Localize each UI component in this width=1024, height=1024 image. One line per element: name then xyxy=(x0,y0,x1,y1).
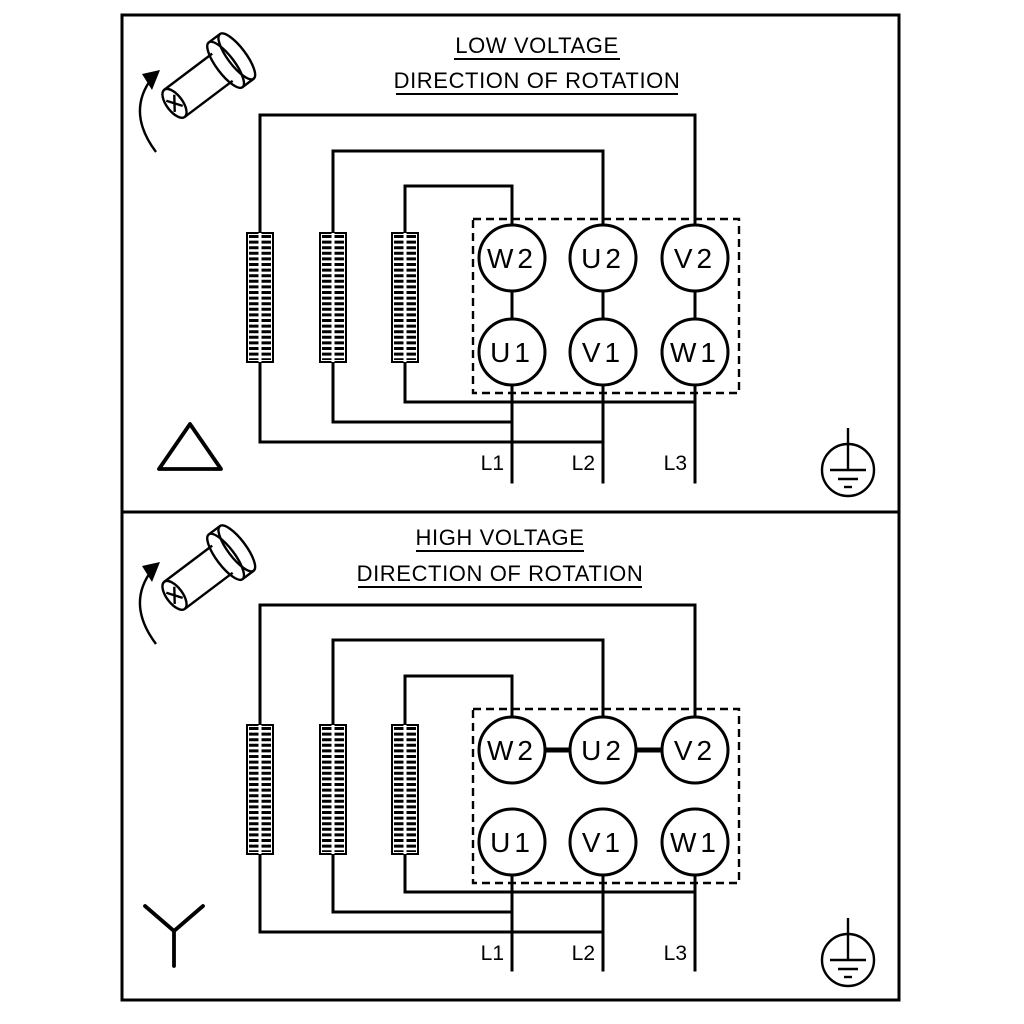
terminal-label: W1 xyxy=(670,827,720,858)
terminal-V2: V2 xyxy=(660,223,730,293)
terminal-V2: V2 xyxy=(660,715,730,785)
winding-coil-3 xyxy=(392,725,418,854)
terminal-circle xyxy=(477,715,547,785)
winding-coil-3 xyxy=(392,233,418,362)
wire-winding3-to-W1 xyxy=(403,360,697,404)
terminal-W1: W1 xyxy=(660,317,730,387)
supply-label-L2: L2 xyxy=(572,942,595,965)
wire-winding1-to-V2 xyxy=(258,603,697,727)
wire-winding3-to-W2 xyxy=(403,674,514,727)
terminal-circle xyxy=(477,317,547,387)
panel-subtitle: DIRECTION OF ROTATION xyxy=(357,561,644,586)
terminal-circle xyxy=(477,223,547,293)
terminal-label: U2 xyxy=(581,735,625,766)
terminal-circle xyxy=(660,715,730,785)
terminal-circle xyxy=(568,715,638,785)
terminal-label: V1 xyxy=(582,337,624,368)
terminal-W2: W2 xyxy=(477,223,547,293)
supply-label-L2: L2 xyxy=(572,452,595,475)
terminal-board-outline xyxy=(471,707,741,885)
terminal-label: V1 xyxy=(582,827,624,858)
terminal-circle xyxy=(660,317,730,387)
terminal-circle xyxy=(568,317,638,387)
wire-winding1-to-V1 xyxy=(258,852,605,934)
wire-winding2-to-U1 xyxy=(331,852,514,914)
terminal-circle xyxy=(568,223,638,293)
panel-subtitle: DIRECTION OF ROTATION xyxy=(394,68,681,93)
terminal-label: V2 xyxy=(674,735,716,766)
wire-winding2-to-U2 xyxy=(331,149,605,235)
terminal-U2: U2 xyxy=(568,223,638,293)
supply-label-L3: L3 xyxy=(664,942,687,965)
winding-coil-1 xyxy=(247,725,273,854)
delta-symbol xyxy=(157,422,223,471)
panel-high-voltage: HIGH VOLTAGE DIRECTION OF ROTATION W2 xyxy=(120,510,901,1002)
shaft-rotation-icon xyxy=(138,27,263,154)
terminal-label: W1 xyxy=(670,337,720,368)
supply-label-L1: L1 xyxy=(481,942,504,965)
supply-label-L1: L1 xyxy=(481,452,504,475)
panel-low-voltage: LOW VOLTAGE DIRECTION OF ROTATION W2 xyxy=(120,13,901,514)
terminal-V1: V1 xyxy=(568,807,638,877)
terminal-label: U1 xyxy=(490,337,534,368)
terminal-label: U2 xyxy=(581,243,625,274)
wire-winding1-to-V1 xyxy=(258,360,605,444)
earth-ground-icon xyxy=(820,916,876,988)
wire-winding1-to-V2 xyxy=(258,113,697,235)
winding-coil-2 xyxy=(320,725,346,854)
terminal-W2: W2 xyxy=(477,715,547,785)
terminal-board-outline xyxy=(471,217,741,395)
winding-coil-1 xyxy=(247,233,273,362)
terminal-U2: U2 xyxy=(568,715,638,785)
terminal-circle xyxy=(477,807,547,877)
terminal-V1: V1 xyxy=(568,317,638,387)
panel-title: LOW VOLTAGE xyxy=(455,33,618,58)
terminal-circle xyxy=(568,807,638,877)
terminal-label: W2 xyxy=(487,243,537,274)
terminal-circle xyxy=(660,223,730,293)
terminal-circle xyxy=(660,807,730,877)
wire-winding3-to-W2 xyxy=(403,184,514,235)
star-symbol xyxy=(143,904,205,968)
panel-title: HIGH VOLTAGE xyxy=(416,525,585,550)
panel-border xyxy=(120,510,901,1002)
wire-winding2-to-U1 xyxy=(331,360,514,424)
earth-ground-icon xyxy=(820,426,876,498)
shaft-rotation-icon xyxy=(138,519,263,646)
terminal-label: V2 xyxy=(674,243,716,274)
winding-coil-2 xyxy=(320,233,346,362)
supply-label-L3: L3 xyxy=(664,452,687,475)
terminal-U1: U1 xyxy=(477,317,547,387)
terminal-U1: U1 xyxy=(477,807,547,877)
terminal-W1: W1 xyxy=(660,807,730,877)
wire-winding3-to-W1 xyxy=(403,852,697,894)
terminal-label: W2 xyxy=(487,735,537,766)
wire-winding2-to-U2 xyxy=(331,638,605,727)
terminal-label: U1 xyxy=(490,827,534,858)
